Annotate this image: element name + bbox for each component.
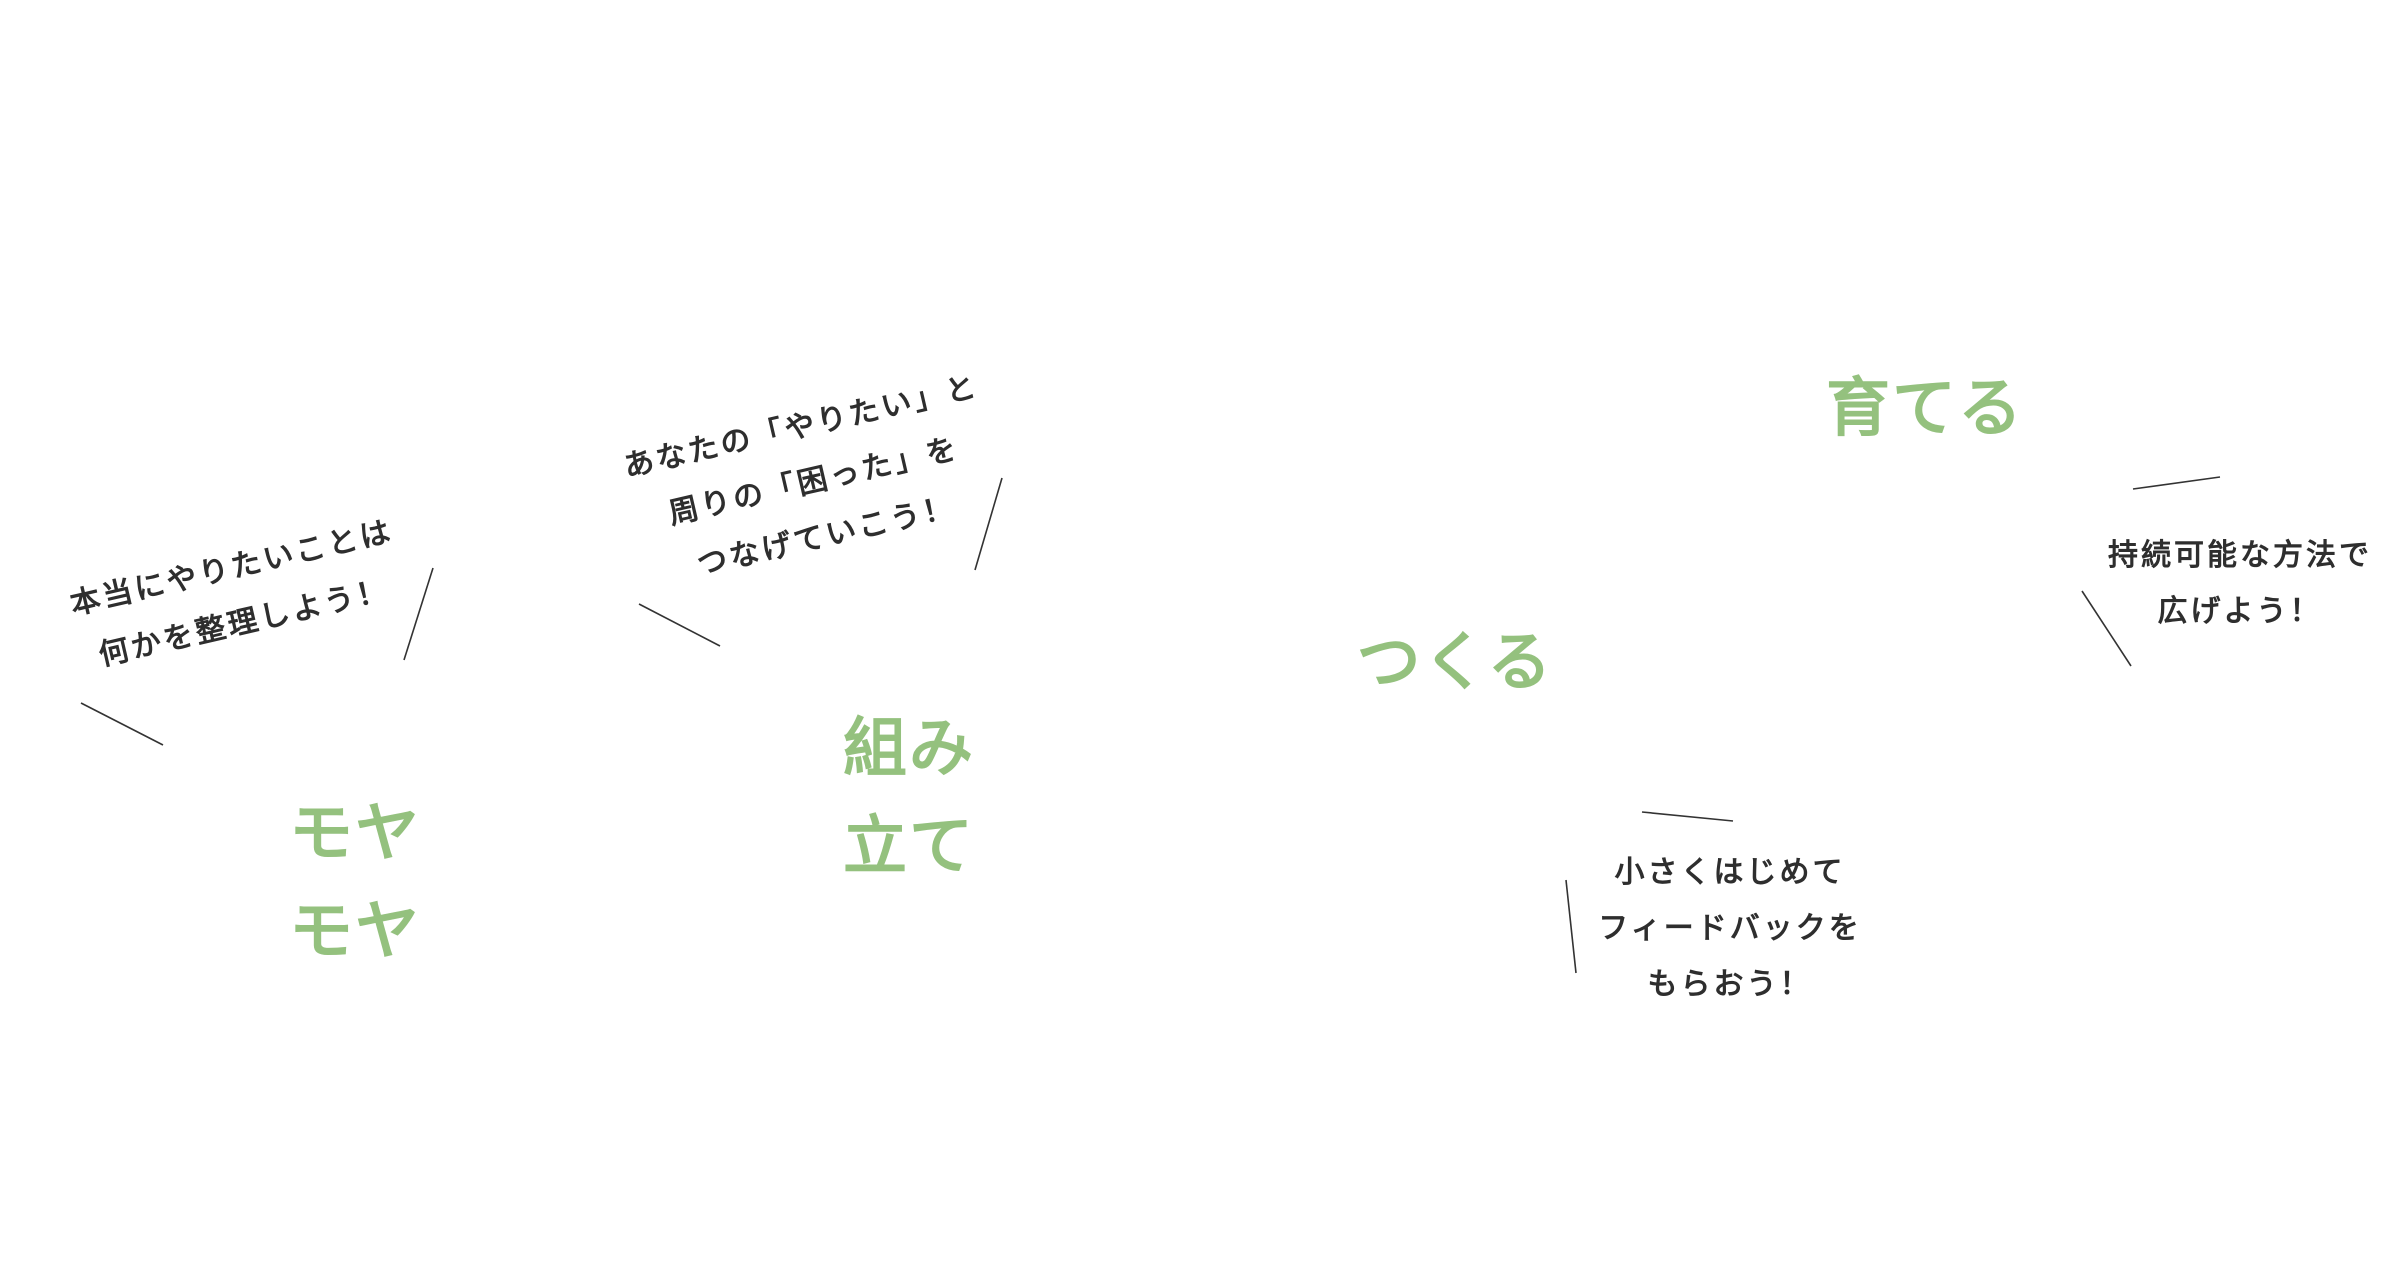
kumitate-accent-line-right: [974, 477, 1003, 571]
sodateru-note-line-2: 広げよう！: [2157, 594, 2323, 629]
step-kumitate: 組み 立て: [834, 700, 984, 896]
step-sodateru: 育てる: [1820, 360, 2030, 458]
sodateru-accent-line-top: [2132, 476, 2221, 490]
moyamoya-accent-line-left: [80, 702, 164, 746]
sodateru-accent-line-left: [2081, 590, 2132, 667]
tsukuru-note-line-1: 小さくはじめて: [1614, 855, 1846, 890]
step-tsukuru-line-1: つくる: [1356, 626, 1554, 700]
tsukuru-accent-line-top: [1641, 811, 1734, 822]
step-kumitate-line-1: 組み: [843, 712, 975, 786]
sodateru-note-line-1: 持続可能な方法で: [2108, 538, 2372, 573]
step-kumitate-line-2: 立て: [843, 810, 975, 884]
moyamoya-accent-line-right: [403, 567, 434, 661]
tsukuru-note-line-3: もらおう！: [1647, 967, 1813, 1002]
step-moyamoya-line-2: モヤ: [289, 895, 421, 969]
step-sodateru-line-1: 育てる: [1826, 372, 2024, 446]
tsukuru-accent-line-left: [1565, 879, 1577, 974]
tsukuru-note-line-2: フィードバックを: [1598, 911, 1862, 946]
tsukuru-note: 小さくはじめて フィードバックを もらおう！: [1565, 845, 1895, 1013]
step-moyamoya-line-1: モヤ: [289, 797, 421, 871]
kumitate-accent-line-left: [638, 603, 721, 647]
sodateru-note: 持続可能な方法で 広げよう！: [2090, 528, 2390, 640]
step-tsukuru: つくる: [1350, 614, 1560, 712]
step-moyamoya: モヤ モヤ: [280, 785, 430, 981]
